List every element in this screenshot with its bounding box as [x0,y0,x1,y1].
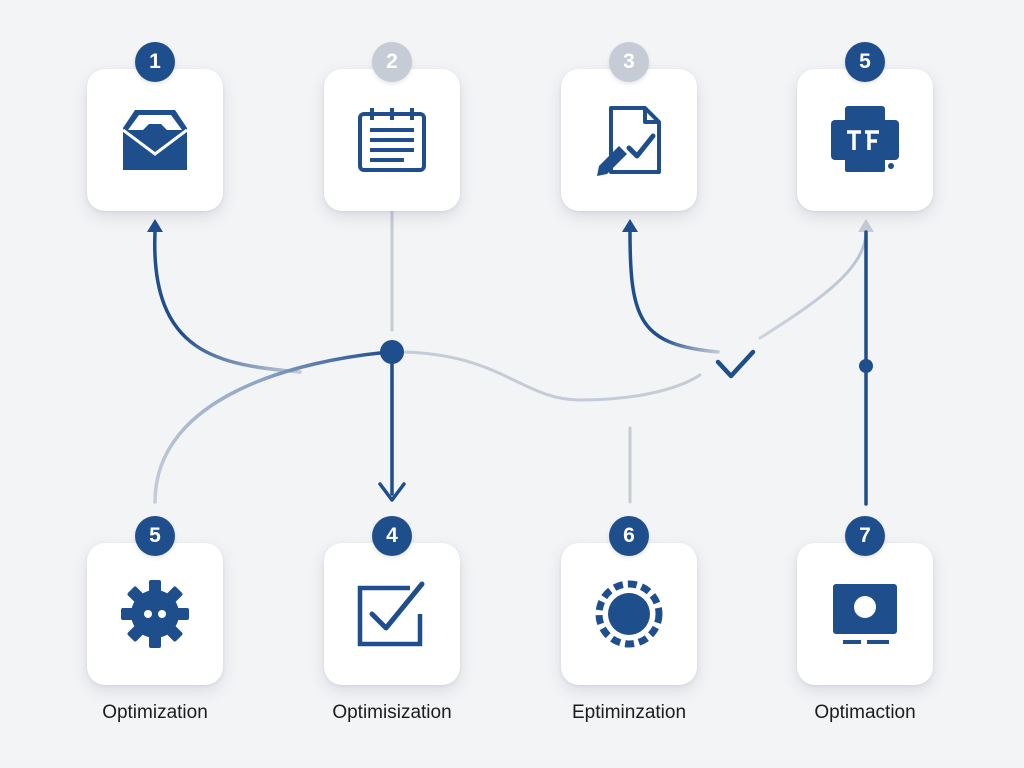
connector-hub-to-check [388,350,702,402]
junction-node [859,359,873,373]
step-label-optimization: Optimization [102,702,208,723]
step-badge-5-top: 5 [845,42,885,82]
check-mark [715,349,756,379]
step-badge-4: 4 [372,516,412,556]
card-7[interactable] [797,543,933,685]
arrow-head-card-1 [147,219,163,232]
step-badge-6: 6 [609,516,649,556]
step-badge-5-bottom: 5 [135,516,175,556]
arrow-head-card-5 [858,219,874,232]
connector-check-to-card-5 [758,230,868,340]
dashed-circle-icon [595,580,663,648]
card-2[interactable] [324,69,460,211]
arrow-head-card-4 [378,482,406,502]
inbox-tray-icon [122,110,188,170]
checkbox-check-icon [357,581,425,647]
gear-icon [121,580,189,648]
connector-to-card-3 [628,230,720,354]
card-4[interactable] [324,543,460,685]
step-badge-7: 7 [845,516,885,556]
monitor-icon [833,584,897,644]
connector-hub-to-card-1 [153,230,302,374]
card-5-bottom[interactable] [87,543,223,685]
step-label-eptiminzation: Eptiminzation [571,702,687,723]
step-label-optimaction: Optimaction [814,702,916,723]
card-5-top[interactable] [797,69,933,211]
step-badge-1: 1 [135,42,175,82]
connector-card-5-to-hub [153,350,392,504]
document-edit-check-icon [597,106,661,176]
step-label-optimisization: Optimisization [332,702,452,723]
notepad-icon [358,108,426,172]
card-6[interactable] [561,543,697,685]
step-badge-3: 3 [609,42,649,82]
arrow-head-card-3 [622,219,638,232]
printer-icon [831,106,899,172]
hub-node [380,340,404,364]
card-1[interactable] [87,69,223,211]
card-3[interactable] [561,69,697,211]
step-badge-2: 2 [372,42,412,82]
